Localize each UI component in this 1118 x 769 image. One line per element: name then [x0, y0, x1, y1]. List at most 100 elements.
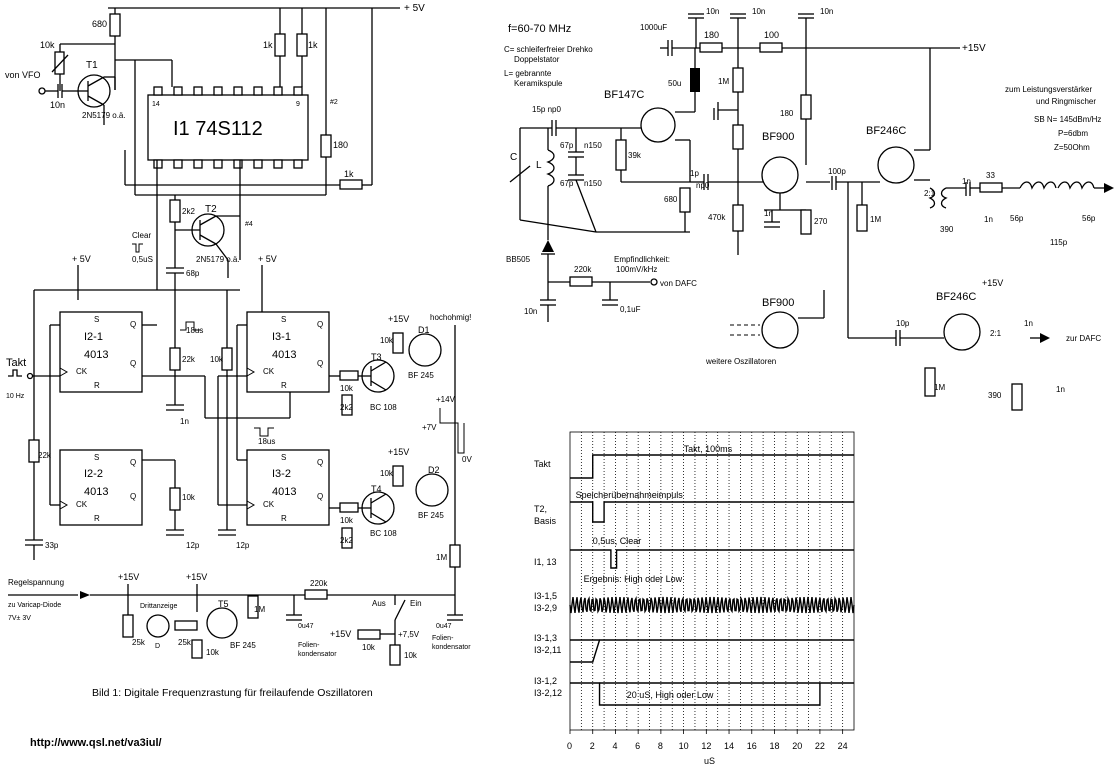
ic-i1-74s112: [147, 94, 309, 161]
c10n-b-label: 10n: [752, 7, 765, 16]
c12p-b-label: 12p: [236, 541, 250, 550]
resistor-10k-i2: [169, 487, 181, 511]
meter-icon: [146, 614, 170, 638]
ic-i2-2-4013: [59, 449, 143, 526]
ratio-b-label: 2:1: [990, 329, 1002, 338]
ratio-a-label: 2:1: [924, 189, 936, 198]
pin-label: Q: [317, 359, 323, 368]
pin-label: Q: [317, 458, 323, 467]
zero-v-label: 0V: [462, 455, 472, 464]
r100-label: 100: [764, 30, 779, 40]
c0u47-b-label: 0u47: [436, 623, 452, 630]
timing-note: Ergebnis: High oder Low: [584, 574, 683, 584]
r2k2-t4-label: 2k2: [340, 536, 353, 545]
c-note: C= schleiferfreier Drehko: [504, 45, 593, 54]
resistor-1m: [449, 544, 461, 568]
ic-pin: [213, 86, 223, 96]
dafc-out-arrow-icon: [1040, 333, 1050, 343]
c1000u-label: 1000uF: [640, 23, 667, 32]
c1n-e-label: 1n: [1056, 385, 1065, 394]
choke-50u: [690, 68, 700, 92]
ringmischer-label: und Ringmischer: [1036, 97, 1096, 106]
folien-a2-label: kondensator: [298, 651, 337, 658]
r25k-a-label: 25k: [132, 638, 146, 647]
c1n-d-label: 1n: [1024, 319, 1033, 328]
c67p-a-label: 67p: [560, 141, 574, 150]
c10n-c-label: 10n: [820, 7, 833, 16]
timing-note: Takt, 100ms: [684, 444, 733, 454]
ic-pin: [273, 86, 283, 96]
resistor-2k2-t4: [341, 527, 353, 549]
takt-input-terminal: [26, 372, 34, 380]
pin-label: R: [281, 381, 287, 390]
i2-1-label: I2-1: [84, 331, 103, 343]
resistor-10k-sw: [357, 629, 381, 640]
pin-label: S: [281, 453, 286, 462]
c10n-label: 10n: [50, 100, 65, 110]
zur-dafc-label: zur DAFC: [1066, 334, 1101, 343]
von-vfo-label: von VFO: [5, 70, 41, 80]
potentiometer-25k-a: [122, 614, 134, 638]
t3-label: T3: [371, 352, 382, 362]
plus15v-t4-label: +15V: [388, 447, 409, 457]
r25k-b-label: 25k: [178, 638, 192, 647]
clock-triangle: [246, 500, 256, 510]
l-note2: Keramikspule: [514, 79, 563, 88]
ic-pin: [153, 86, 163, 96]
varicap-label: zu Varicap-Diode: [8, 602, 61, 609]
fet-bf246c-b: [943, 313, 981, 351]
resistor-680: [109, 13, 121, 37]
empf1-label: Empfindlichkeit:: [614, 255, 670, 264]
caption: Bild 1: Digitale Frequenzrastung für fre…: [92, 687, 373, 699]
signal-i3-clock: [570, 639, 854, 663]
ic-pin: [253, 86, 263, 96]
r39k-label: 39k: [628, 151, 642, 160]
resistor-22k-b: [169, 347, 181, 371]
resistor-2k2: [169, 199, 181, 223]
takt-hz-label: 10 Hz: [6, 393, 25, 400]
timing-row-label: I1, 13: [534, 557, 557, 567]
resistor-10k-t3: [392, 332, 404, 354]
timing-row-label: I3-2,9: [534, 603, 557, 613]
takt-label: Takt: [6, 357, 26, 369]
resistor-bias: [732, 124, 744, 150]
signal-i1-13: [570, 549, 854, 569]
pin14-label: 14: [152, 101, 160, 108]
timing-tick-label: 0: [567, 741, 572, 751]
r1m-c-label: 1M: [934, 383, 945, 392]
timing-row-label: I3-1,3: [534, 633, 557, 643]
i2-1-type: 4013: [84, 349, 108, 361]
r1m-b-label: 1M: [870, 215, 881, 224]
timing-frame: [569, 431, 855, 731]
timing-row-label: I3-2,11: [534, 645, 561, 655]
timing-tick-label: 16: [747, 741, 757, 751]
timing-signals: Takt, 100msSpeicherübernahmeimpuls0,5us,…: [569, 444, 855, 706]
resistor-1k-b: [296, 33, 308, 57]
pin-label: S: [94, 315, 99, 324]
bf245-a-label: BF 245: [408, 371, 434, 380]
clock-triangle: [246, 367, 256, 377]
dafc-input-terminal: [650, 278, 658, 286]
timing-note: Speicherübernahmeimpuls: [576, 490, 684, 500]
resistor-180-b: [800, 94, 812, 120]
pin9-label: 9: [296, 101, 300, 108]
pin-label: Q: [130, 320, 136, 329]
t1-type-label: 2N5179 o.ä.: [82, 111, 126, 120]
r10k-sw2-label: 10k: [404, 651, 418, 660]
c56p-a-label: 56p: [1010, 214, 1024, 223]
ic-pin: [293, 86, 303, 96]
c68p-label: 68p: [186, 269, 200, 278]
r1k-a-label: 1k: [263, 40, 273, 50]
l-label: L: [536, 160, 542, 171]
bf246c-a-label: BF246C: [866, 125, 906, 137]
c-note2: Doppelstator: [514, 55, 560, 64]
output-arrow-icon: [1104, 183, 1114, 193]
freq-label: f=60-70 MHz: [508, 23, 571, 35]
regelspannung-label: Regelspannung: [8, 578, 64, 587]
timing-row-label: I3-2,12: [534, 688, 562, 698]
pin2-note: #2: [330, 99, 338, 106]
potentiometer-25k-b: [174, 620, 198, 631]
r33-label: 33: [986, 171, 995, 180]
bf245-b-label: BF 245: [418, 511, 444, 520]
